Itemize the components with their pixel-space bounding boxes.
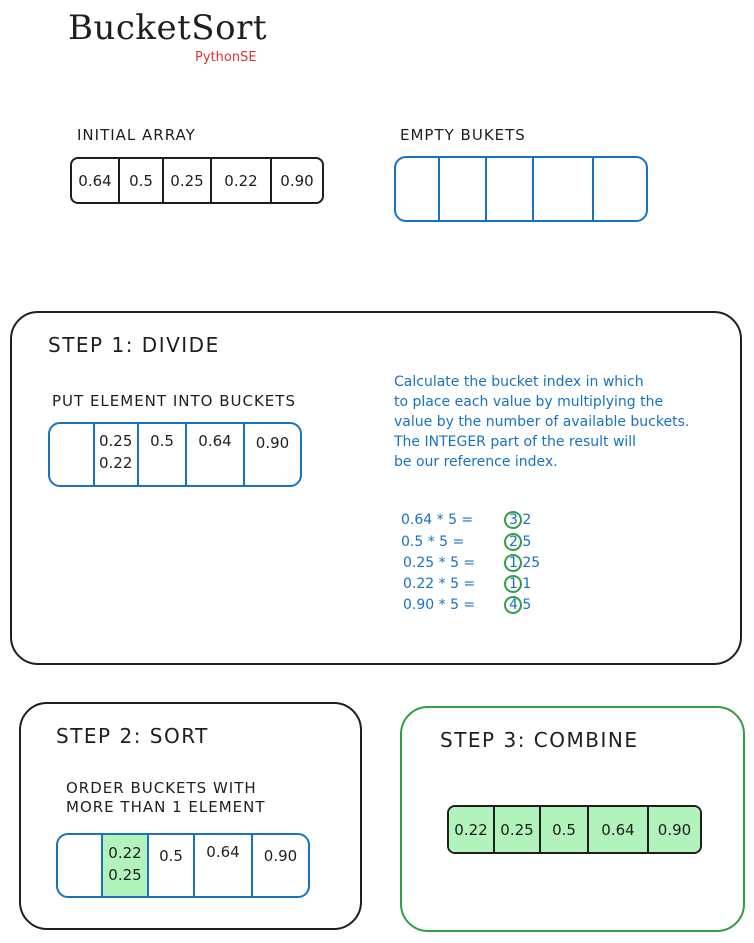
- step2-buckets: 0.22 0.25 0.5 0.64 0.90: [56, 833, 310, 898]
- note-line: value by the number of available buckets…: [394, 414, 690, 430]
- step1-subtitle: Put element into Buckets: [52, 392, 296, 410]
- integer-highlight-circle: [504, 554, 522, 572]
- bucket: 0.25 0.22: [95, 424, 139, 485]
- note-line: to place each value by multiplying the: [394, 394, 664, 410]
- step1-panel: [10, 311, 742, 665]
- integer-highlight-circle: [504, 596, 522, 614]
- step2-title: STEP 2: SORT: [56, 724, 209, 748]
- empty-bucket: [487, 158, 534, 220]
- explanation-note: Calculate the bucket index in which to p…: [394, 372, 739, 472]
- array-cell: 0.90: [280, 171, 314, 190]
- array-cell: 0.22: [212, 159, 272, 202]
- bucket-value: 0.22: [108, 844, 142, 862]
- note-line: Calculate the bucket index in which: [394, 374, 644, 390]
- calc-expression: 0.5 * 5 =: [401, 534, 465, 550]
- bucket-value: 0.25: [108, 866, 142, 884]
- integer-highlight-circle: [504, 533, 522, 551]
- initial-array-label: Initial Array: [77, 126, 196, 144]
- step3-panel: [400, 706, 745, 932]
- step2-subtitle-line2: more than 1 element: [66, 798, 266, 816]
- array-cell: 0.5: [120, 159, 164, 202]
- empty-buckets: [394, 156, 648, 222]
- empty-bucket: [534, 158, 594, 220]
- calc-expression: 0.90 * 5 =: [403, 597, 476, 613]
- step1-title: STEP 1: DIVIDE: [48, 333, 220, 357]
- array-cell: 0.64: [72, 159, 120, 202]
- combined-cell: 0.64: [589, 807, 649, 852]
- bucket: 0.5: [139, 424, 187, 485]
- step2-panel: [19, 702, 362, 930]
- bucket-value: 0.22: [99, 454, 133, 472]
- bucket: 0.64: [187, 424, 245, 485]
- calc-expression: 0.22 * 5 =: [403, 576, 476, 592]
- array-cell: 0.25: [164, 159, 212, 202]
- bucket: 0.5: [149, 835, 195, 896]
- page-subtitle: PythonSE: [195, 50, 257, 65]
- sorted-bucket: 0.22 0.25: [103, 835, 149, 896]
- step3-title: STEP 3: COMBINE: [440, 728, 639, 752]
- combined-cell: 0.22: [449, 807, 495, 852]
- page-title: BucketSort: [68, 8, 267, 48]
- integer-highlight-circle: [504, 511, 522, 529]
- integer-highlight-circle: [504, 575, 522, 593]
- combined-cell: 0.5: [541, 807, 589, 852]
- bucket: 0.64: [195, 835, 253, 896]
- bucket: [58, 835, 103, 896]
- bucket: 0.90: [255, 434, 290, 452]
- calc-expression: 0.25 * 5 =: [403, 555, 476, 571]
- step2-subtitle-line1: Order Buckets with: [66, 779, 257, 797]
- note-line: The INTEGER part of the result will: [394, 434, 637, 450]
- calc-expression: 0.64 * 5 =: [401, 512, 474, 528]
- combined-array: 0.22 0.25 0.5 0.64 0.90: [447, 805, 702, 854]
- step1-buckets: 0.25 0.22 0.5 0.64 0.90: [48, 422, 302, 487]
- combined-cell: 0.90: [649, 807, 700, 852]
- combined-cell: 0.25: [495, 807, 541, 852]
- note-line: be our reference index.: [394, 454, 558, 470]
- empty-buckets-label: Empty Bukets: [400, 126, 526, 144]
- empty-bucket: [440, 158, 487, 220]
- bucket: [50, 424, 95, 485]
- initial-array: 0.64 0.5 0.25 0.22 0.90: [70, 157, 324, 204]
- bucket-value: 0.25: [99, 432, 133, 450]
- empty-bucket: [396, 158, 440, 220]
- bucket: 0.90: [263, 847, 298, 865]
